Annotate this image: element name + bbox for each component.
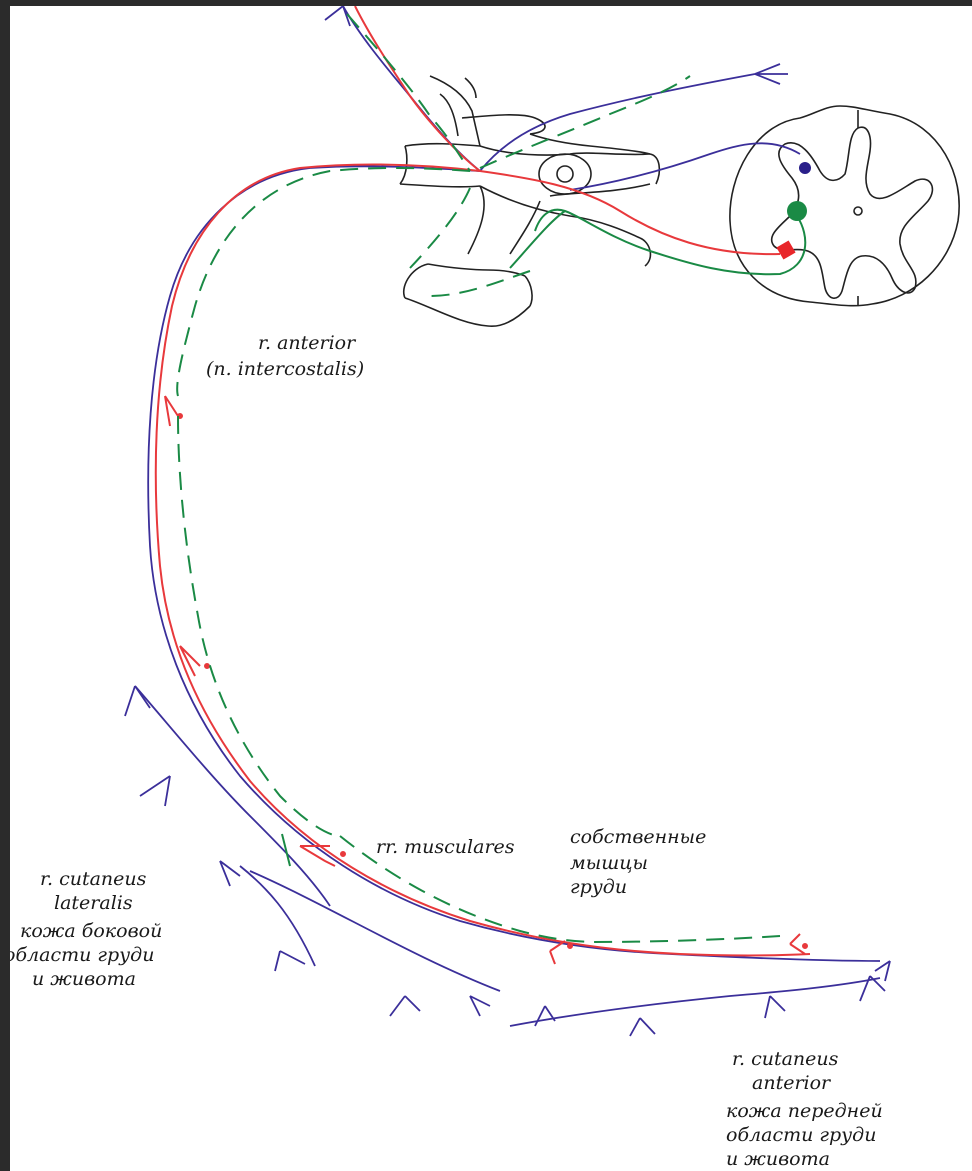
label-anterior-skin-1: кожа передней (726, 1100, 883, 1122)
fork-lateral-1 (125, 686, 150, 716)
sensory-receptor-forks (125, 6, 890, 1036)
fork-anterior-4 (860, 976, 885, 1001)
sensory-nucleus-dot (799, 162, 811, 174)
label-lateral-skin-2: области груди (10, 944, 154, 966)
label-anterior-1: r. anterior (258, 332, 355, 354)
spinal-cord-outline (730, 106, 959, 306)
spinal-nerve-outline (400, 76, 659, 326)
label-cutaneus-anterior-1: r. cutaneus (732, 1048, 838, 1070)
motor-pathway (156, 6, 810, 956)
label-anterior-skin-2: области груди (726, 1124, 876, 1146)
fork-lateral-4 (275, 951, 305, 971)
label-lateral-skin-1: кожа боковой (20, 920, 162, 942)
label-rr-musculares: rr. musculares (376, 836, 515, 858)
fork-anterior-1 (535, 1006, 555, 1026)
label-muscles-2: мышцы (570, 852, 648, 874)
fork-lateral-5 (390, 996, 420, 1016)
fork-anterior-3 (765, 996, 785, 1018)
motor-nucleus-marker (776, 240, 795, 259)
fork-anterior-2 (630, 1018, 655, 1036)
label-cutaneus-anterior-2: anterior (752, 1072, 830, 1094)
fork-lateral-3 (220, 861, 240, 886)
end-plate-1 (165, 396, 178, 426)
fork-top-left (325, 6, 350, 26)
diagram-canvas: r. anterior (n. intercostalis) rr. muscu… (10, 6, 972, 1171)
central-canal (854, 207, 862, 215)
sensory-pathways (135, 6, 880, 1026)
end-plate-5 (790, 934, 805, 954)
motor-end-plates (165, 396, 807, 964)
label-muscles-3: груди (570, 876, 627, 898)
label-anterior-2: (n. intercostalis) (206, 358, 364, 380)
fork-top-right (755, 64, 788, 84)
spinal-cord (730, 106, 959, 306)
label-lateral-skin-3: и живота (32, 968, 136, 990)
label-cutaneus-lateralis-1: r. cutaneus (40, 868, 146, 890)
fork-lateral-6 (470, 996, 490, 1016)
end-plate-4 (550, 941, 565, 964)
label-muscles-1: собственные (570, 826, 706, 848)
sympathetic-pathways (510, 210, 805, 275)
nerve-diagram-svg (10, 6, 972, 1171)
fork-lateral-2 (140, 776, 170, 806)
label-anterior-skin-3: и живота (726, 1148, 830, 1170)
sympathetic-dashed (177, 14, 780, 942)
sympathetic-nucleus-dot (787, 201, 807, 221)
label-cutaneus-lateralis-2: lateralis (54, 892, 133, 914)
